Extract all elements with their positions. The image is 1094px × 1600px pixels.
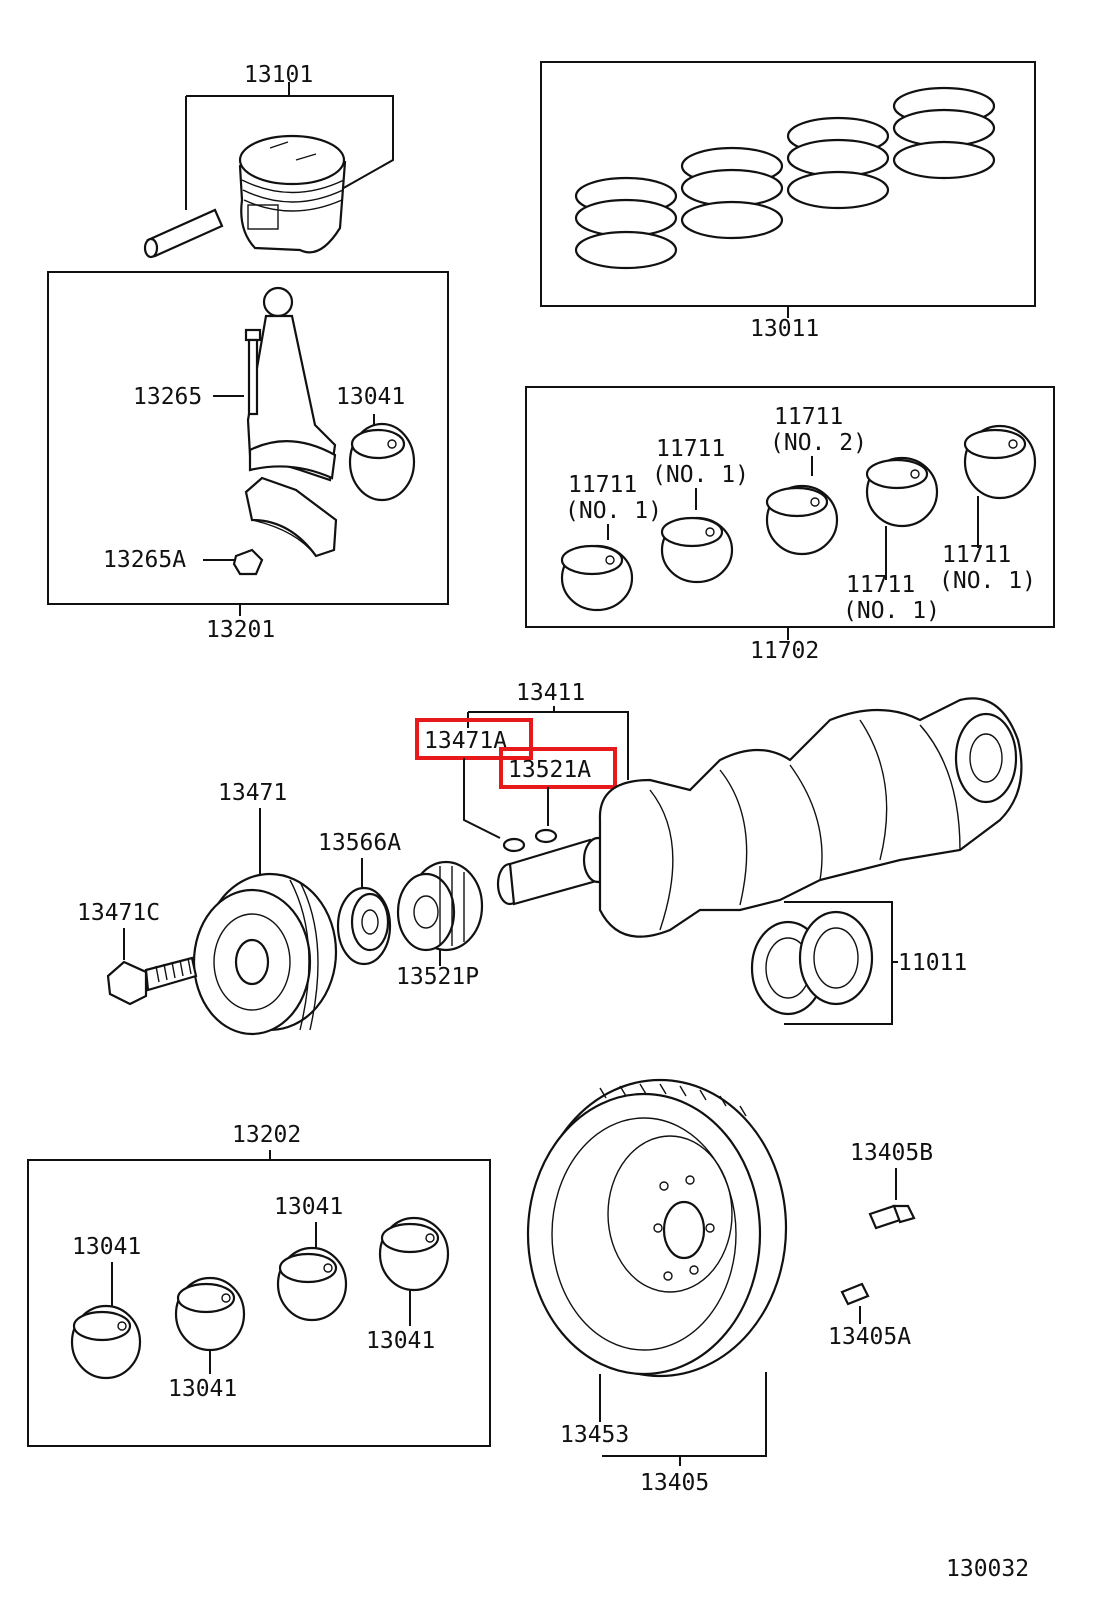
label-13566A: 13566A <box>318 830 401 856</box>
label-13041-rod: 13041 <box>336 384 405 410</box>
label-13521P: 13521P <box>396 964 479 990</box>
piston-pin[interactable] <box>143 208 224 259</box>
label-13405: 13405 <box>640 1470 709 1496</box>
rod-bearing-b[interactable] <box>174 1276 246 1352</box>
label-13453: 13453 <box>560 1422 629 1448</box>
label-13405B: 13405B <box>850 1140 933 1166</box>
thrust-washer-b[interactable] <box>798 910 874 1006</box>
main-bearing-4[interactable] <box>865 456 939 528</box>
piston-group: 13101 <box>143 62 394 259</box>
label-11711-d: 11711 <box>846 572 915 598</box>
oil-seal-washer[interactable] <box>336 886 392 966</box>
rod-bearings-group: 13202 13041 13041 13041 13041 <box>27 1122 491 1447</box>
label-11711-d-no: (NO. 1) <box>843 598 940 624</box>
crankshaft-timing-gear[interactable] <box>396 860 484 952</box>
label-11711-a: 11711 <box>568 472 637 498</box>
piston[interactable] <box>238 134 347 254</box>
label-13041-c: 13041 <box>274 1194 343 1220</box>
label-11711-e: 11711 <box>942 542 1011 568</box>
label-11702: 11702 <box>750 638 819 664</box>
label-13471C: 13471C <box>77 900 160 926</box>
ring-set-2[interactable] <box>680 146 784 240</box>
label-11011: 11011 <box>898 950 967 976</box>
woodruff-key-a[interactable] <box>502 837 526 853</box>
woodruff-key-b[interactable] <box>534 828 558 844</box>
rod-bolt[interactable] <box>244 328 262 416</box>
rod-bearing-a[interactable] <box>70 1304 142 1380</box>
main-bearing-1[interactable] <box>560 544 634 612</box>
highlight-13471A <box>415 718 533 760</box>
crankshaft-pulley[interactable] <box>192 872 338 1036</box>
pulley-group: 13471 13471C 13566A 135 <box>77 780 484 1036</box>
label-13041-b: 13041 <box>168 1376 237 1402</box>
label-13041-d: 13041 <box>366 1328 435 1354</box>
main-bearings-group: 11711 (NO. 1) 11711 (NO. 1) 11711 (NO. 2… <box>525 386 1055 664</box>
main-bearing-2[interactable] <box>660 516 734 584</box>
label-13011: 13011 <box>750 316 819 342</box>
diagram-id: 130032 <box>946 1556 1029 1582</box>
rod-box <box>47 271 449 605</box>
label-11711-c-no: (NO. 2) <box>770 430 867 456</box>
label-13201: 13201 <box>206 617 275 643</box>
label-13202: 13202 <box>232 1122 301 1148</box>
piston-rings-group: 13011 <box>540 61 1036 342</box>
label-11711-c: 11711 <box>774 404 843 430</box>
label-13265A: 13265A <box>103 547 186 573</box>
label-13101: 13101 <box>244 62 313 88</box>
label-13411: 13411 <box>516 680 585 706</box>
main-bearing-5[interactable] <box>963 424 1037 500</box>
label-13041-a: 13041 <box>72 1234 141 1260</box>
label-13405A: 13405A <box>828 1324 911 1350</box>
dowel-pin[interactable] <box>840 1282 870 1306</box>
rod-bearing-c[interactable] <box>276 1246 348 1322</box>
label-13471: 13471 <box>218 780 287 806</box>
pulley-bolt[interactable] <box>106 956 198 1006</box>
drive-plate-bolt[interactable] <box>868 1204 916 1230</box>
bearings-box <box>525 386 1055 628</box>
label-13471A: 13471A <box>424 728 507 754</box>
connecting-rod-group: 13265 13041 13265A 13201 <box>47 271 449 643</box>
label-11711-b-no: (NO. 1) <box>652 462 749 488</box>
label-13521A: 13521A <box>508 757 591 783</box>
label-11711-e-no: (NO. 1) <box>939 568 1036 594</box>
thrust-washer-group: 11011 <box>750 901 967 1025</box>
rod-cap[interactable] <box>244 476 338 558</box>
rod-bearing[interactable] <box>348 422 416 502</box>
label-11711-b: 11711 <box>656 436 725 462</box>
drive-plate-group: 13405B 13405A 13453 13405 <box>526 1078 933 1496</box>
ring-set-1[interactable] <box>574 176 678 270</box>
crankshaft[interactable] <box>496 697 1023 938</box>
label-11711-a-no: (NO. 1) <box>565 498 662 524</box>
main-bearing-3[interactable] <box>765 484 839 556</box>
connecting-rod[interactable] <box>246 286 337 482</box>
rod-bearing-d[interactable] <box>378 1216 450 1292</box>
rod-bearings-box <box>27 1159 491 1447</box>
rod-nut[interactable] <box>232 548 264 576</box>
crankshaft-group: 13411 13471A 13521A <box>415 680 1023 938</box>
label-13265: 13265 <box>133 384 202 410</box>
highlight-13521A <box>499 747 617 789</box>
ring-set-4[interactable] <box>892 86 996 180</box>
ring-set-3[interactable] <box>786 116 890 210</box>
drive-plate[interactable] <box>526 1078 788 1378</box>
